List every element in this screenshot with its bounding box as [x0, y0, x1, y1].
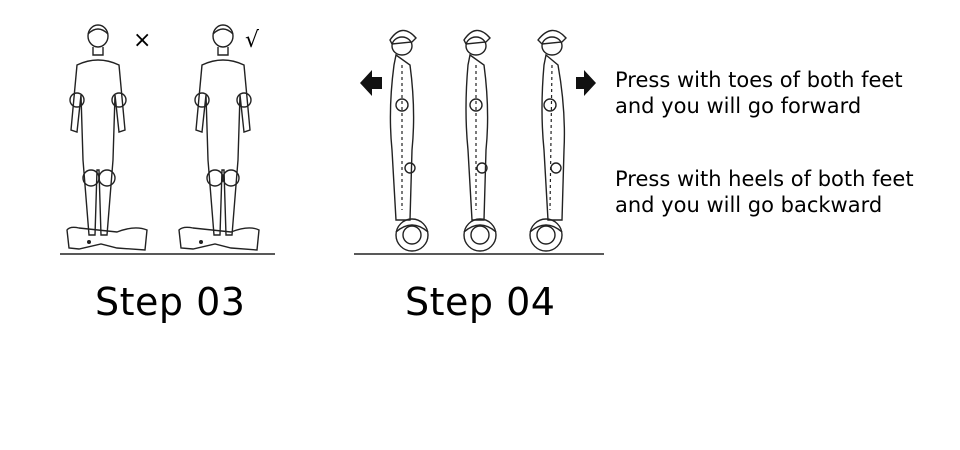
rider-upright — [463, 29, 497, 252]
step3-illustration — [55, 20, 280, 265]
correct-mark-icon: √ — [245, 28, 260, 53]
forward-instruction-line: and you will go forward — [615, 94, 862, 118]
forward-instruction: Press with toes of both feet and you wil… — [615, 67, 903, 119]
rider-correct — [178, 24, 260, 251]
backward-instruction-line: Press with heels of both feet — [615, 167, 914, 191]
backward-instruction-line: and you will go backward — [615, 193, 883, 217]
rider-leaning-forward — [529, 29, 567, 252]
arrow-right-icon — [576, 70, 596, 96]
backward-instruction: Press with heels of both feet and you wi… — [615, 166, 914, 218]
forward-instruction-line: Press with toes of both feet — [615, 68, 903, 92]
rider-incorrect — [66, 24, 148, 251]
incorrect-mark-icon: × — [133, 28, 152, 53]
step4-illustration — [352, 20, 607, 265]
step3-caption: Step 03 — [95, 280, 246, 324]
arrow-left-icon — [360, 70, 382, 96]
rider-leaning-back — [389, 29, 429, 252]
step4-caption: Step 04 — [405, 280, 556, 324]
